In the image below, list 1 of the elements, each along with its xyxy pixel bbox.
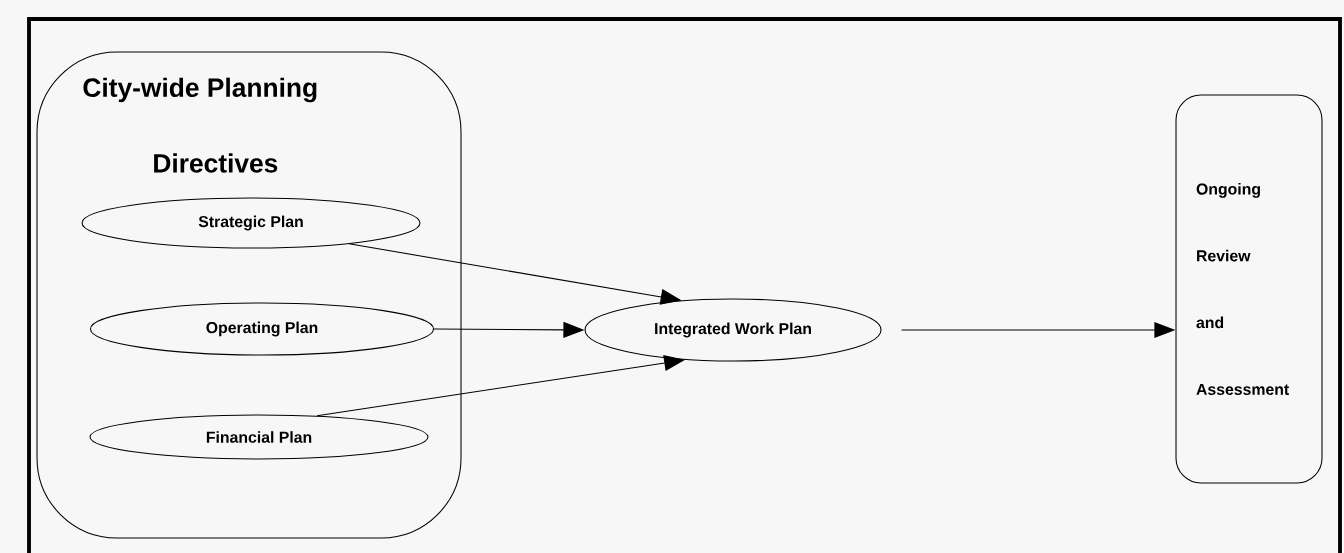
review-box: Ongoing Review and Assessment [1175,94,1323,484]
